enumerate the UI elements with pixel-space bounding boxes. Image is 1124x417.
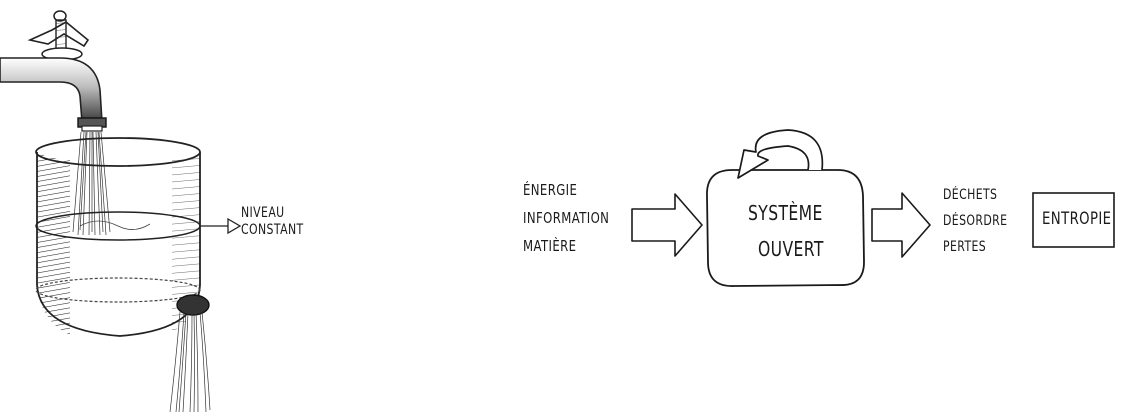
system-label-line2: OUVERT bbox=[758, 239, 824, 259]
output-label-waste: DÉCHETS bbox=[943, 188, 997, 202]
output-arrow bbox=[872, 193, 930, 257]
input-label-energy: ÉNERGIE bbox=[523, 183, 577, 198]
input-label-information: INFORMATION bbox=[523, 211, 609, 226]
system-box bbox=[707, 170, 864, 286]
input-label-matter: MATIÈRE bbox=[523, 239, 576, 254]
output-label-losses: PERTES bbox=[943, 240, 986, 254]
output-label-disorder: DÉSORDRE bbox=[943, 214, 1007, 228]
system-label-line1: SYSTÈME bbox=[748, 203, 823, 223]
entropy-label: ENTROPIE bbox=[1042, 211, 1111, 228]
input-arrow bbox=[632, 194, 702, 256]
